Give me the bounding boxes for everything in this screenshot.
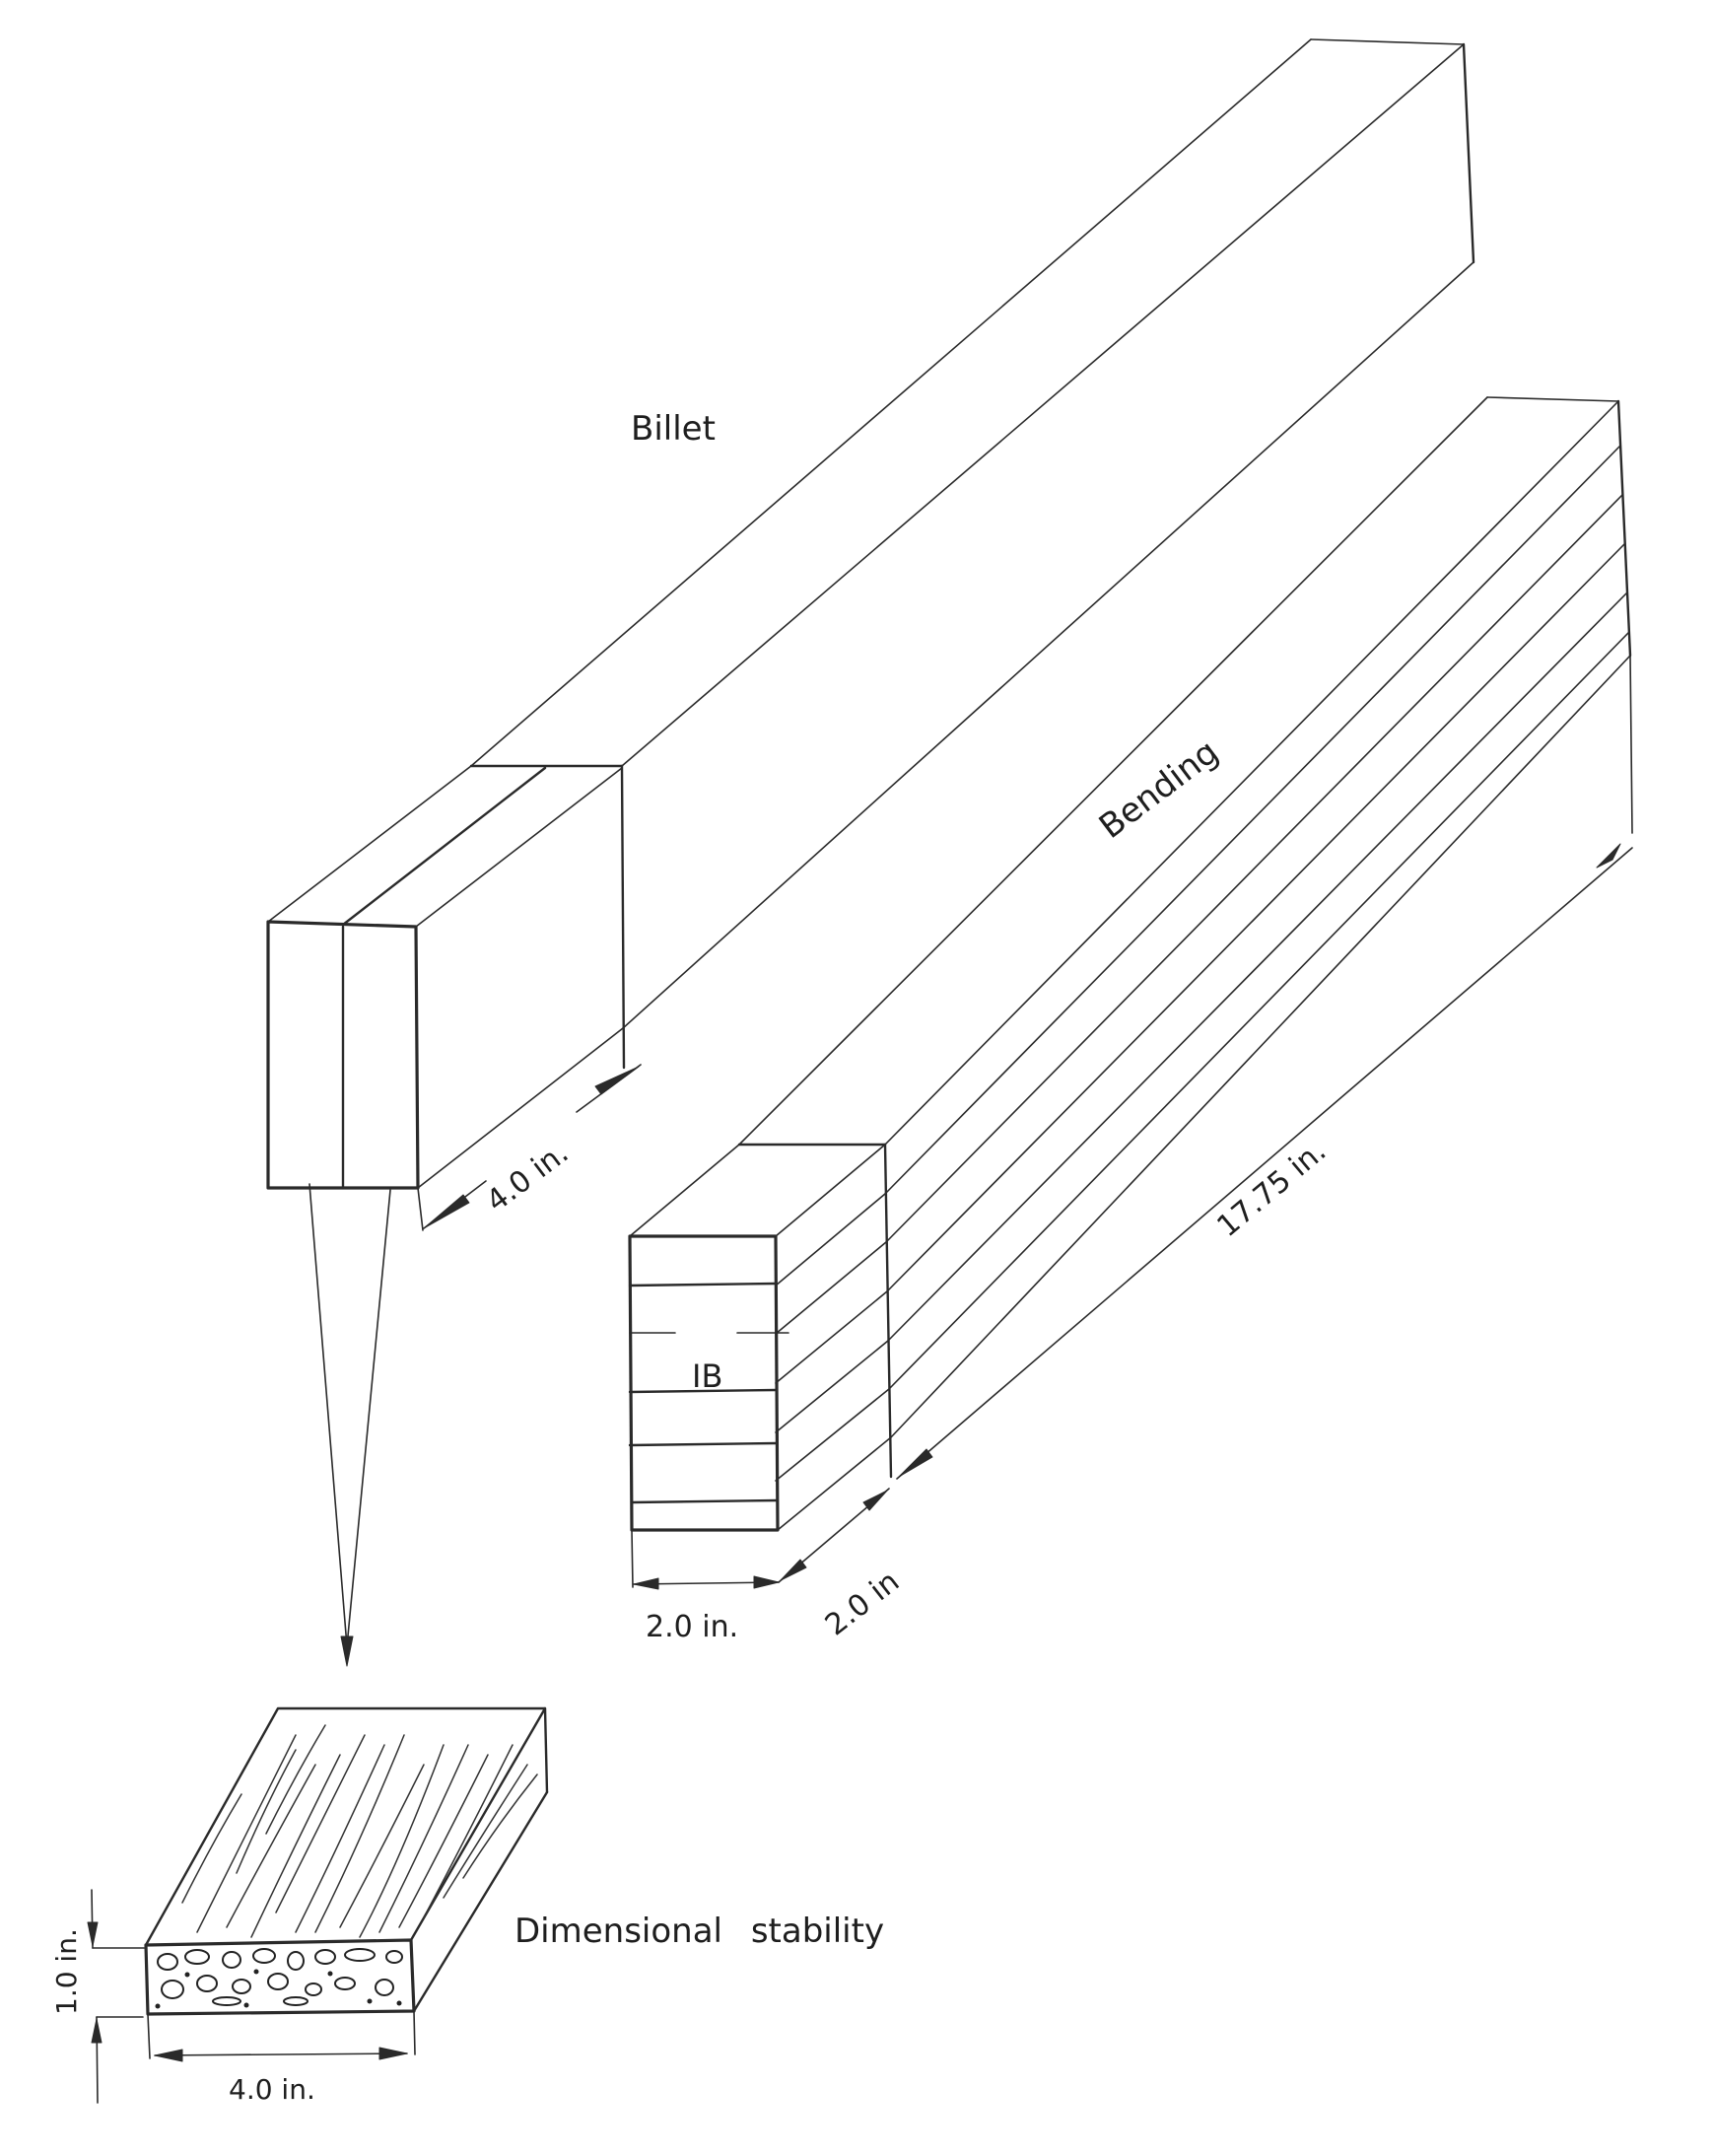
particle-texture xyxy=(155,1948,403,2009)
dimensional-stability-block xyxy=(87,1706,549,2104)
ib-label: IB xyxy=(692,1357,723,1395)
projection-lines xyxy=(309,1183,391,1667)
ds-width-dimension: 4.0 in. xyxy=(229,2073,315,2106)
bending-width-dimension: 2.0 in. xyxy=(646,1610,739,1644)
bending-prism xyxy=(628,396,1633,1590)
dimensional-stability-label: Dimensional stability xyxy=(514,1912,885,1951)
billet-label: Billet xyxy=(631,409,716,449)
billet-prism xyxy=(266,38,1475,1231)
ds-thickness-dimension: 1.0 in. xyxy=(50,1928,83,2015)
